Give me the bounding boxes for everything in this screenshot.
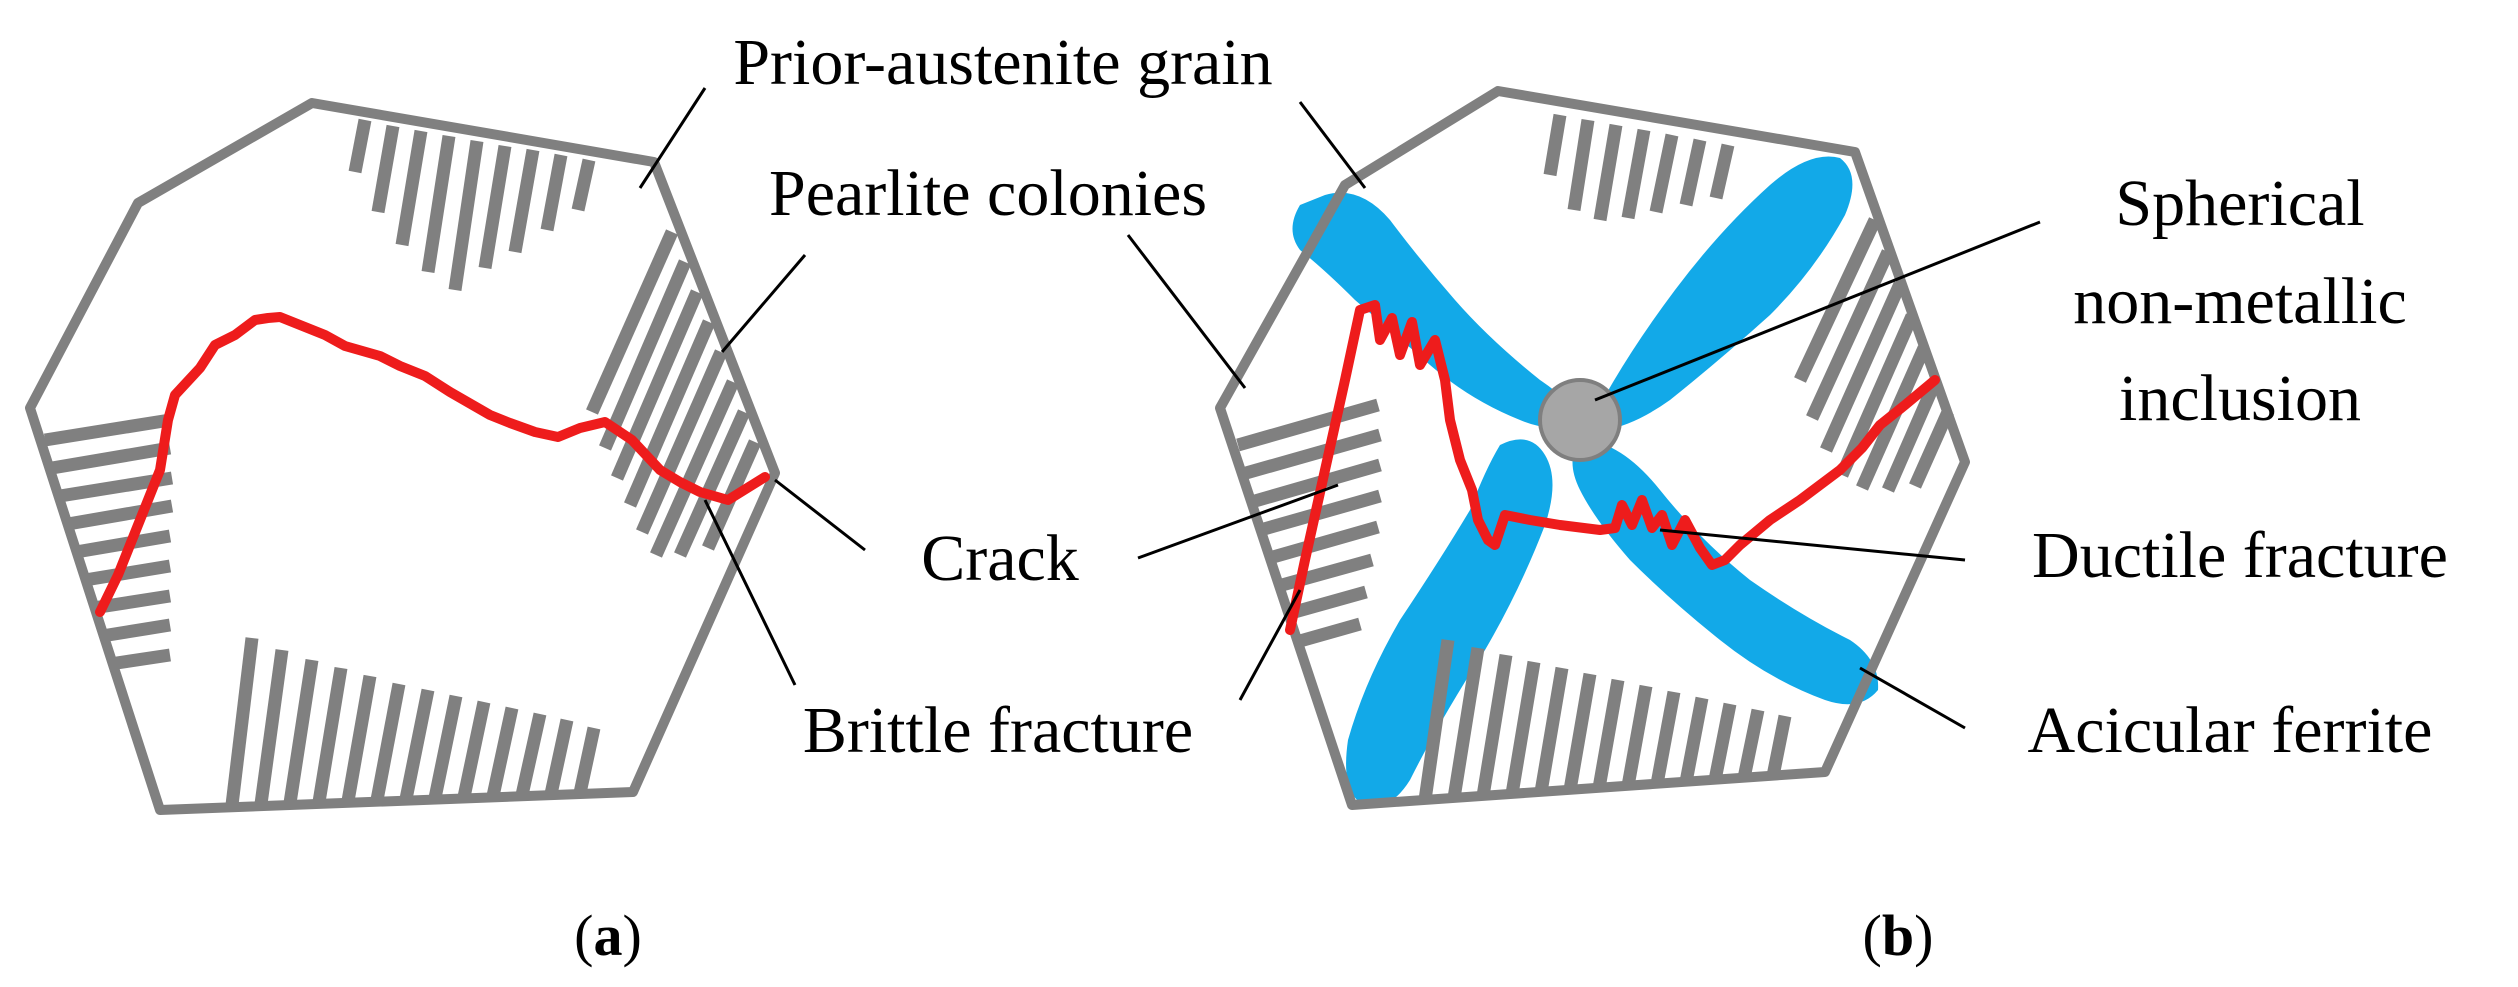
pearlite-colony-left-a xyxy=(43,413,174,671)
leader-ductile xyxy=(1659,528,1966,562)
label-ductile-fracture: Ductile fracture xyxy=(2032,519,2448,592)
label-acicular-ferrite: Acicular ferrite xyxy=(2028,694,2433,767)
leader-prior-austenite-a xyxy=(638,87,707,189)
pearlite-colony-right-a xyxy=(586,229,761,558)
leader-ferrite xyxy=(1859,666,1966,730)
grain-boundary-a xyxy=(25,98,780,815)
label-spherical-line3: inclusion xyxy=(2119,362,2361,435)
panel-a xyxy=(25,87,866,815)
label-brittle-fracture: Brittle fracture xyxy=(803,694,1193,767)
label-spherical-line1: Spherical xyxy=(2115,167,2364,240)
leader-inclusion xyxy=(1594,220,2041,402)
leader-pearlite-b xyxy=(1126,234,1247,389)
caption-b: (b) xyxy=(1863,903,1934,968)
ferrite-band-ne xyxy=(1600,156,1853,430)
label-prior-austenite-grain: Prior-austenite grain xyxy=(733,26,1272,99)
leader-pearlite-a xyxy=(720,254,807,353)
pearlite-colony-bottom-a xyxy=(225,637,601,806)
ferrite-band-nw xyxy=(1292,192,1580,428)
panel-b xyxy=(1126,86,2041,810)
leader-crack-b xyxy=(1137,483,1339,560)
caption-a: (a) xyxy=(574,903,642,968)
label-spherical-line2: non-metallic xyxy=(2073,265,2407,338)
leader-prior-austenite-b xyxy=(1298,101,1367,189)
pearlite-colony-right-b xyxy=(1794,217,1954,493)
leader-brittle-a xyxy=(703,499,797,686)
pearlite-colony-top-b xyxy=(1543,113,1735,222)
leader-brittle-b xyxy=(1238,589,1302,701)
captions: (a) (b) xyxy=(574,903,1933,968)
spherical-inclusion xyxy=(1538,378,1622,462)
grain-boundary-b xyxy=(1215,86,1970,810)
crack-b xyxy=(1285,300,1940,635)
labels: Prior-austenite grain Pearlite colonies … xyxy=(733,26,2448,767)
pearlite-colony-bottom-b xyxy=(1418,639,1792,801)
label-pearlite-colonies: Pearlite colonies xyxy=(769,157,1207,230)
label-crack: Crack xyxy=(921,522,1079,595)
leader-crack-a xyxy=(774,478,866,552)
crack-a xyxy=(95,312,770,617)
pearlite-colony-top-a xyxy=(348,118,596,291)
